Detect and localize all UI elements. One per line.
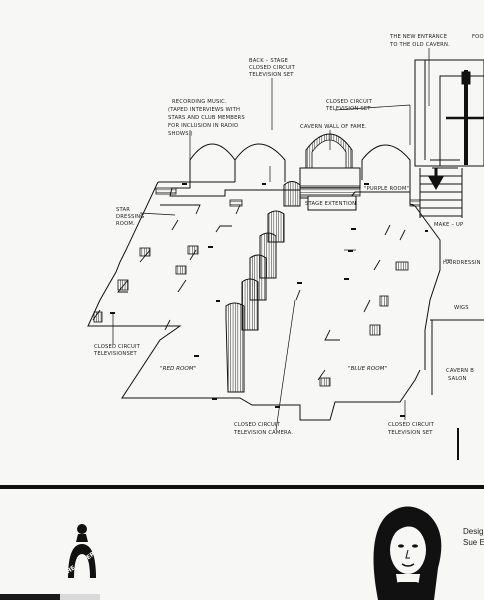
label-food: FOO	[472, 34, 484, 40]
divider-rule	[0, 485, 484, 489]
entrance-arrow-icon	[428, 176, 444, 190]
label-make-up: MAKE – UP	[434, 222, 463, 228]
cavern-logo-icon: THE CAVERN	[62, 524, 100, 578]
label-hairdressing: HAIRDRESSIN	[443, 260, 481, 266]
entrance-building	[414, 59, 484, 395]
label-wigs: WIGS	[454, 305, 469, 311]
left-wall-hatching	[93, 187, 421, 387]
designer-portrait	[356, 498, 454, 600]
credit-line-1: Desig	[463, 527, 484, 536]
label-blue-room: "BLUE ROOM"	[348, 366, 387, 372]
floor-outline	[87, 181, 441, 421]
label-stage-extension: STAGE EXTENTION	[305, 201, 356, 207]
floor-markers	[110, 183, 428, 417]
label-purple-room: "PURPLE ROOM"	[364, 186, 409, 192]
portrait-image	[356, 498, 454, 600]
back-arches	[189, 143, 411, 192]
page-edge-light	[60, 594, 100, 600]
design-credit: Desig Sue E	[463, 526, 484, 548]
credit-line-2: Sue E	[463, 538, 484, 547]
label-wall-of-fame: CAVERN WALL OF FAME.	[300, 124, 367, 130]
label-leaders	[112, 48, 452, 431]
center-arch-walls	[225, 181, 301, 393]
page-edge-dark	[0, 594, 60, 600]
label-red-room: "RED ROOM"	[160, 366, 197, 372]
